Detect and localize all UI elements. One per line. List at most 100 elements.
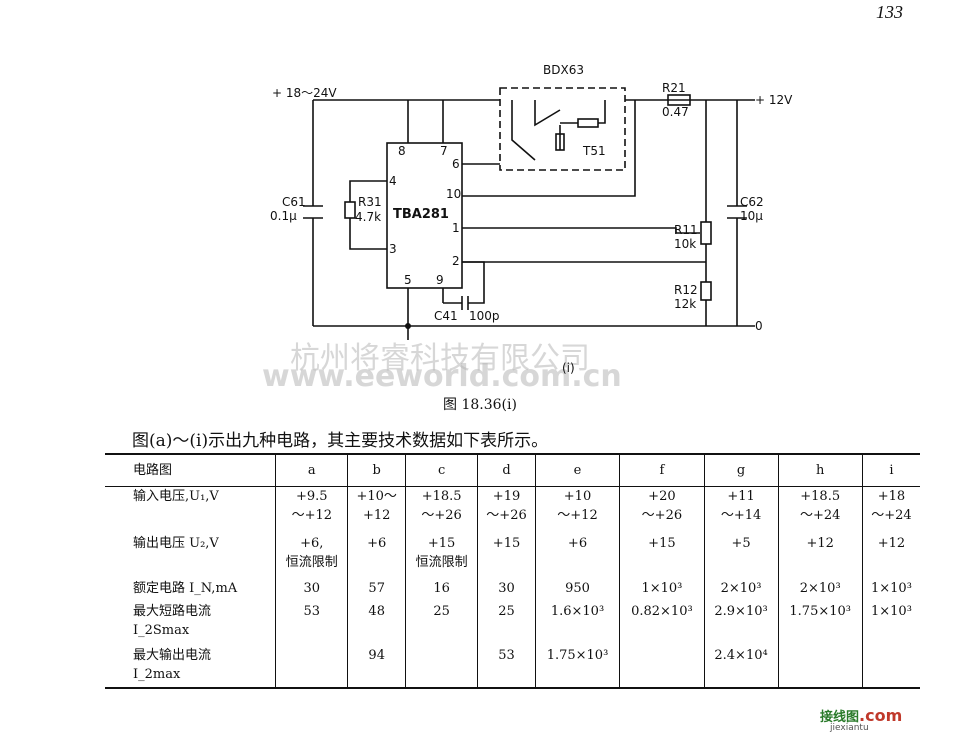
logo-subtext: jiexiantu (830, 723, 869, 733)
table-cell: +6 (534, 534, 620, 574)
t51-label: T51 (582, 144, 606, 158)
table-cell: +12 (777, 534, 863, 574)
table-cell: 2×10³ (703, 574, 778, 602)
logo-text: 接线图 (820, 710, 860, 725)
pin1-wire (462, 227, 700, 234)
header-cell: d (477, 454, 536, 486)
r21-resistor (667, 94, 691, 106)
table-cell: 25 (477, 602, 536, 646)
table-cell (777, 646, 863, 688)
table-cell: 30 (275, 574, 348, 602)
transistor-resistor (577, 118, 599, 128)
c61-label: C61 (282, 195, 306, 209)
table-cell: 2×10³ (777, 574, 863, 602)
table-cell: 1.75×10³ (534, 646, 620, 688)
circuit-diagram: 杭州将睿科技有限公司 www.eeworld.com.cn + 18～24V +… (262, 63, 793, 394)
table-cell: 25 (404, 602, 478, 646)
r11-resistor (700, 221, 712, 245)
intro-text: 图(a)～(i)示出九种电路，其主要技术数据如下表所示。 (132, 431, 549, 451)
table-cell: 2.4×10⁴ (703, 646, 778, 688)
transistor-internals (511, 100, 606, 161)
r12-resistor (700, 281, 712, 301)
ground-label: 0 (755, 319, 763, 333)
table-cell (404, 646, 478, 688)
watermark-cn: 杭州将睿科技有限公司 (290, 341, 590, 376)
table-cell: 57 (347, 574, 406, 602)
table-cell: 0.82×10³ (619, 602, 705, 646)
table-cell: 2.9×10³ (703, 602, 778, 646)
c41-value: 100p (469, 309, 500, 323)
header-cell: 电路图 (133, 462, 173, 478)
header-cell: e (534, 454, 620, 486)
table-cell: 94 (347, 646, 406, 688)
pin10: 10 (446, 187, 461, 201)
table-cell: 950 (534, 574, 620, 602)
r11-label: R11 (674, 223, 698, 237)
table-body: 输入电压,U₁,V+9.5 ～+12+10～ +12+18.5 ～+26+19 … (105, 486, 920, 688)
figure-caption: 图 18.36(i) (443, 397, 517, 413)
r31-loop (349, 180, 387, 250)
header-cell: i (861, 454, 920, 486)
table-cell (275, 646, 348, 688)
table-cell: 16 (404, 574, 478, 602)
c62-label: C62 (740, 195, 764, 209)
row-label: 最大输出电流 I_2max (133, 648, 212, 682)
r31-label: R31 (358, 195, 382, 209)
site-logo: 接线图.com (820, 706, 902, 725)
table-cell: +18.5 ～+24 (777, 486, 863, 534)
table-cell: +10 ～+12 (534, 486, 620, 534)
transistor-resistor2 (555, 133, 565, 151)
c62-value: 10μ (740, 209, 763, 223)
table-cell: +6, 恒流限制 (275, 534, 348, 574)
table-cell: +11 ～+14 (703, 486, 778, 534)
table-cell: +20 ～+26 (619, 486, 705, 534)
header-cell: f (619, 454, 705, 486)
r11-value: 10k (674, 237, 696, 251)
table-cell: +5 (703, 534, 778, 574)
specs-table: 电路图 a b c d e f g h i 输入电压,U₁,V+9.5 ～+12… (105, 453, 920, 689)
table-cell: +18.5 ～+26 (404, 486, 478, 534)
row-label: 最大短路电流 I_2Smax (133, 604, 212, 638)
table-cell: 1×10³ (619, 574, 705, 602)
header-cell: c (404, 454, 478, 486)
table-cell: 48 (347, 602, 406, 646)
c41-loop (443, 261, 485, 304)
header-cell: g (703, 454, 778, 486)
watermark-en: www.eeworld.com.cn (262, 359, 622, 394)
r31-value: 4.7k (355, 210, 381, 224)
r31-resistor (344, 201, 356, 219)
table-cell: +15 (619, 534, 705, 574)
r21-label: R21 (662, 81, 686, 95)
bdx63-box (499, 87, 626, 171)
table-cell: +18 ～+24 (861, 486, 920, 534)
row-label: 输出电压 U₂,V (133, 536, 219, 551)
table-cell (861, 646, 920, 688)
table-cell: +9.5 ～+12 (275, 486, 348, 534)
r21-value: 0.47 (662, 105, 689, 119)
table-cell: +19 ～+26 (477, 486, 536, 534)
pin7: 7 (440, 144, 448, 158)
table-cell: 53 (477, 646, 536, 688)
pin8: 8 (398, 144, 406, 158)
ic-tba281-body (386, 142, 463, 289)
table-cell: 30 (477, 574, 536, 602)
ic-pins-6-10 (462, 100, 636, 197)
bdx63-label: BDX63 (543, 63, 584, 77)
table-row: 输出电压 U₂,V+6, 恒流限制+6+15 恒流限制+15+6+15+5+12… (105, 534, 920, 574)
r12-label: R12 (674, 283, 698, 297)
pin9: 9 (436, 273, 444, 287)
vin-label: + 18～24V (272, 86, 337, 100)
page-number: 133 (876, 2, 903, 22)
header-cell: h (777, 454, 863, 486)
pin5: 5 (404, 273, 412, 287)
pin1: 1 (452, 221, 460, 235)
table-cell: 1×10³ (861, 602, 920, 646)
logo-com: .com (859, 706, 903, 725)
table-cell: +10～ +12 (347, 486, 406, 534)
header-row: 电路图 a b c d e f g h i (105, 454, 920, 486)
header-cell: a (275, 454, 348, 486)
table-cell: +12 (861, 534, 920, 574)
table-cell: 1.6×10³ (534, 602, 620, 646)
vout-label: + 12V (755, 93, 793, 107)
